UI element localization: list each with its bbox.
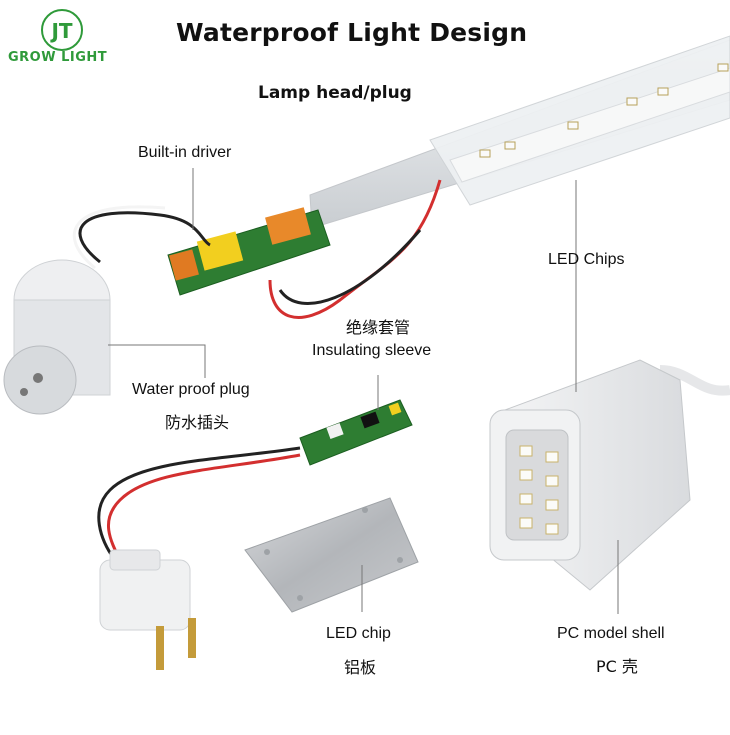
label-built-in-driver: Built-in driver bbox=[138, 144, 232, 161]
small-driver-board bbox=[299, 399, 413, 466]
label-water-proof-plug: Water proof plug bbox=[132, 381, 250, 398]
label-led-chips: LED Chips bbox=[548, 251, 625, 268]
pc-shell bbox=[489, 359, 691, 591]
label-led-chip: LED chip bbox=[326, 625, 391, 642]
led-tube bbox=[309, 35, 730, 229]
driver-board bbox=[167, 207, 331, 296]
aluminum-plate bbox=[244, 497, 419, 613]
page-title: Waterproof Light Design bbox=[176, 18, 528, 47]
label-insulating-sleeve-cn: 绝缘套管 bbox=[346, 318, 411, 337]
waterproof-plug-shape bbox=[3, 259, 111, 415]
label-pc-model-shell: PC model shell bbox=[557, 625, 665, 642]
brand-logo: JT bbox=[41, 9, 83, 51]
label-insulating-sleeve: Insulating sleeve bbox=[312, 342, 432, 359]
subtitle: Lamp head/plug bbox=[258, 83, 412, 103]
logo-ring-icon bbox=[41, 9, 83, 51]
two-pin-plug bbox=[99, 549, 196, 670]
brand-name: GROW LIGHT bbox=[8, 50, 108, 65]
logo-text: JT bbox=[49, 19, 72, 43]
label-water-proof-plug-cn: 防水插头 bbox=[165, 413, 230, 432]
label-led-chip-cn: 铝板 bbox=[344, 658, 377, 677]
leader-lines bbox=[108, 168, 619, 614]
label-pc-model-shell-cn: PC 壳 bbox=[596, 657, 638, 676]
wires bbox=[72, 179, 730, 561]
